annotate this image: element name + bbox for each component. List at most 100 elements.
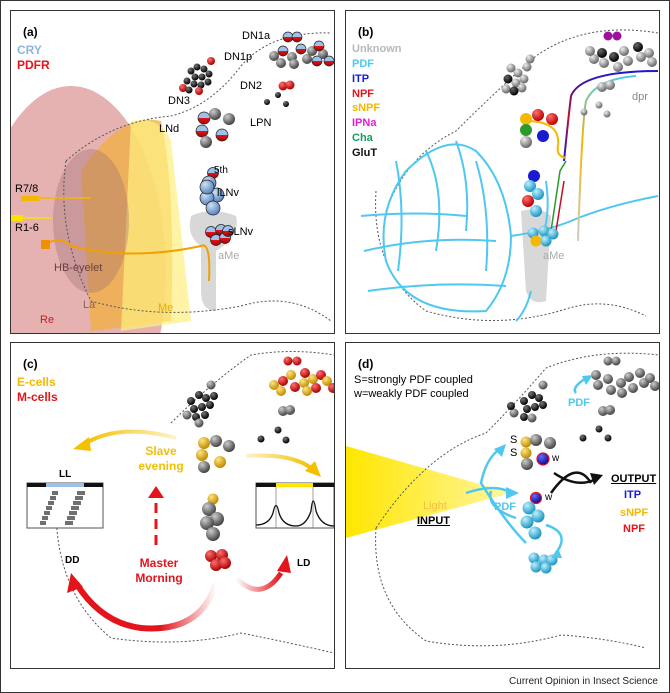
dn1-cells (269, 356, 334, 396)
r78-terminal (21, 196, 39, 201)
dn2-lpn-cells (580, 80, 615, 118)
panel-b-drawing (360, 29, 659, 322)
dn2-lpn-cells (579, 405, 615, 442)
label-dn1p: DN1p (224, 51, 253, 63)
master-arrow-dd (73, 581, 219, 632)
slave-arrowhead-left (73, 437, 91, 451)
output-arrow-2 (553, 471, 595, 485)
llnv-cells (520, 501, 545, 540)
label-llnv: lLNv (217, 187, 240, 199)
label-lpn: LPN (250, 117, 272, 129)
brain-outline (65, 32, 332, 162)
cha-axon (550, 160, 567, 232)
output-snpf: sNPF (620, 507, 649, 519)
label-light: Light (423, 500, 447, 512)
legend-e-cells: E-cells (17, 375, 56, 389)
label-r16: R1-6 (15, 222, 39, 234)
label-ll: LL (59, 469, 72, 480)
legend-itp: ITP (352, 73, 370, 85)
panel-d-tag: (d) (358, 357, 374, 371)
panel-d-drawing (346, 352, 659, 649)
pdf-arrowhead-lnd (494, 444, 506, 457)
lnd-cells (520, 434, 556, 470)
output-itp: ITP (624, 489, 642, 501)
label-ame: aMe (218, 250, 240, 262)
brain-outline (170, 351, 334, 424)
brain-outline-lower (375, 527, 647, 649)
hb-eyelet-axon (47, 239, 211, 282)
label-dpr: dpr (632, 91, 648, 103)
r16-terminal (11, 215, 23, 221)
panel-a-drawing (11, 31, 334, 333)
llnv-cells (522, 170, 544, 217)
hb-eyelet-soma (41, 240, 50, 249)
label-dd: DD (65, 555, 80, 566)
legend-cry: CRY (17, 43, 42, 57)
medulla-region (121, 120, 191, 332)
panel-b: (b) Unknown PDF ITP NPF sNPF IPNa Cha Gl… (345, 10, 660, 334)
slnv-cells (205, 549, 231, 571)
pdf-arrowhead-5th (506, 487, 519, 499)
label-s-2: S (510, 447, 518, 459)
actogram-ll (26, 482, 104, 529)
label-slnv: sLNv (228, 226, 254, 238)
label-s-1: S (510, 434, 518, 446)
brain-outline-lower (63, 160, 332, 322)
panel-c-drawing (26, 351, 334, 654)
master-arrow-ld (234, 571, 284, 592)
hb-eyelet-region (53, 149, 129, 293)
label-w-2: w (545, 492, 553, 503)
activity-trace (255, 500, 334, 527)
label-lnd: LNd (159, 123, 180, 135)
label-dn2: DN2 (240, 80, 263, 92)
note-strong-coupling: S=strongly PDF coupled (354, 374, 473, 386)
pdf-arrowhead-slnv (551, 548, 562, 558)
dn3-cells (507, 380, 548, 423)
fifth-lnv-cell (529, 491, 543, 505)
slave-arrow-right (245, 453, 313, 470)
label-hb-eyelet: HB-eyelet (54, 262, 103, 274)
panel-c: (c) E-cells M-cells Slave evening Master… (10, 342, 335, 669)
output-npf: NPF (623, 523, 645, 535)
panel-c-tag: (c) (23, 357, 38, 371)
legend-npf: NPF (352, 88, 374, 100)
llnv-cells (199, 175, 225, 216)
label-output: OUTPUT (611, 473, 657, 485)
slnv-cells (527, 225, 559, 247)
panel-b-tag: (b) (358, 25, 374, 39)
npf-axon (555, 180, 565, 232)
llnv-cells (200, 493, 224, 541)
label-evening: evening (138, 459, 184, 473)
label-morning: Morning (135, 571, 183, 585)
legend-snpf: sNPF (352, 102, 381, 114)
brain-outline-lower (55, 507, 334, 654)
note-weak-coupling: w=weakly PDF coupled (354, 388, 469, 400)
master-arrowhead-up (148, 486, 164, 498)
label-pdf-dn: PDF (568, 397, 590, 409)
pdf-arrowhead-dn1 (582, 375, 593, 385)
slave-arrow-left (85, 429, 177, 445)
label-slave: Slave (145, 444, 177, 458)
master-arrowhead-dd (67, 573, 83, 593)
label-w-1: w (552, 453, 560, 464)
dn2-lpn-cells (257, 405, 295, 444)
label-dn1a: DN1a (242, 30, 271, 42)
brain-outline-lower (375, 190, 647, 322)
brain-outline (375, 352, 659, 529)
pdf-projections (360, 140, 659, 322)
label-medulla: Me (158, 302, 174, 314)
label-ld: LD (297, 558, 311, 569)
panel-a: (a) CRY PDFR DN1a DN1p DN2 DN3 LPN LNd 5… (10, 10, 335, 334)
label-r78: R7/8 (15, 183, 39, 195)
dn-unknown-cells (501, 54, 535, 96)
snpf-axon (577, 75, 637, 242)
legend-glut: GluT (352, 147, 378, 159)
actogram-ld (255, 482, 334, 529)
dn1a-cells (282, 31, 303, 43)
journal-credit: Current Opinion in Insect Science (509, 676, 658, 687)
dn2-cells (278, 80, 295, 91)
snpf-loop (525, 120, 567, 159)
label-input: INPUT (417, 515, 450, 527)
label-lamina: La (83, 299, 96, 311)
lpn-cells (264, 92, 289, 107)
